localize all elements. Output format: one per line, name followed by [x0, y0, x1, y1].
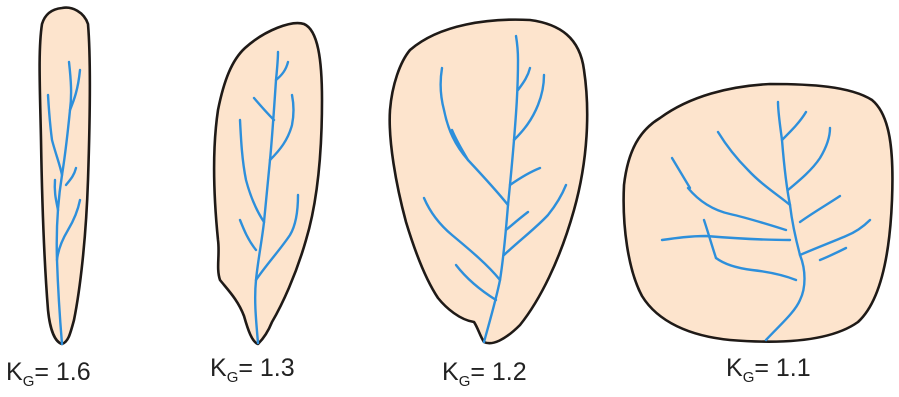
kg-value: = 1.2 — [470, 358, 526, 386]
kg-symbol: K — [210, 354, 227, 382]
kg-subscript: G — [227, 369, 239, 386]
kg-value: = 1.3 — [238, 354, 294, 382]
kg-label-basin-1: KG= 1.6 — [6, 360, 91, 385]
kg-subscript: G — [23, 373, 35, 390]
kg-label-basin-2: KG= 1.3 — [210, 356, 295, 381]
basin-4 — [624, 84, 893, 342]
kg-subscript: G — [743, 369, 755, 386]
kg-label-basin-3: KG= 1.2 — [442, 360, 527, 385]
kg-symbol: K — [726, 354, 743, 382]
basin-4-outline — [624, 84, 893, 342]
basin-3 — [390, 20, 587, 344]
kg-value: = 1.6 — [34, 358, 90, 386]
basin-1 — [40, 8, 90, 344]
basin-2 — [214, 23, 322, 344]
kg-symbol: K — [6, 358, 23, 386]
kg-value: = 1.1 — [754, 354, 810, 382]
kg-symbol: K — [442, 358, 459, 386]
basin-1-outline — [40, 8, 90, 344]
kg-subscript: G — [459, 373, 471, 390]
kg-label-basin-4: KG= 1.1 — [726, 356, 811, 381]
